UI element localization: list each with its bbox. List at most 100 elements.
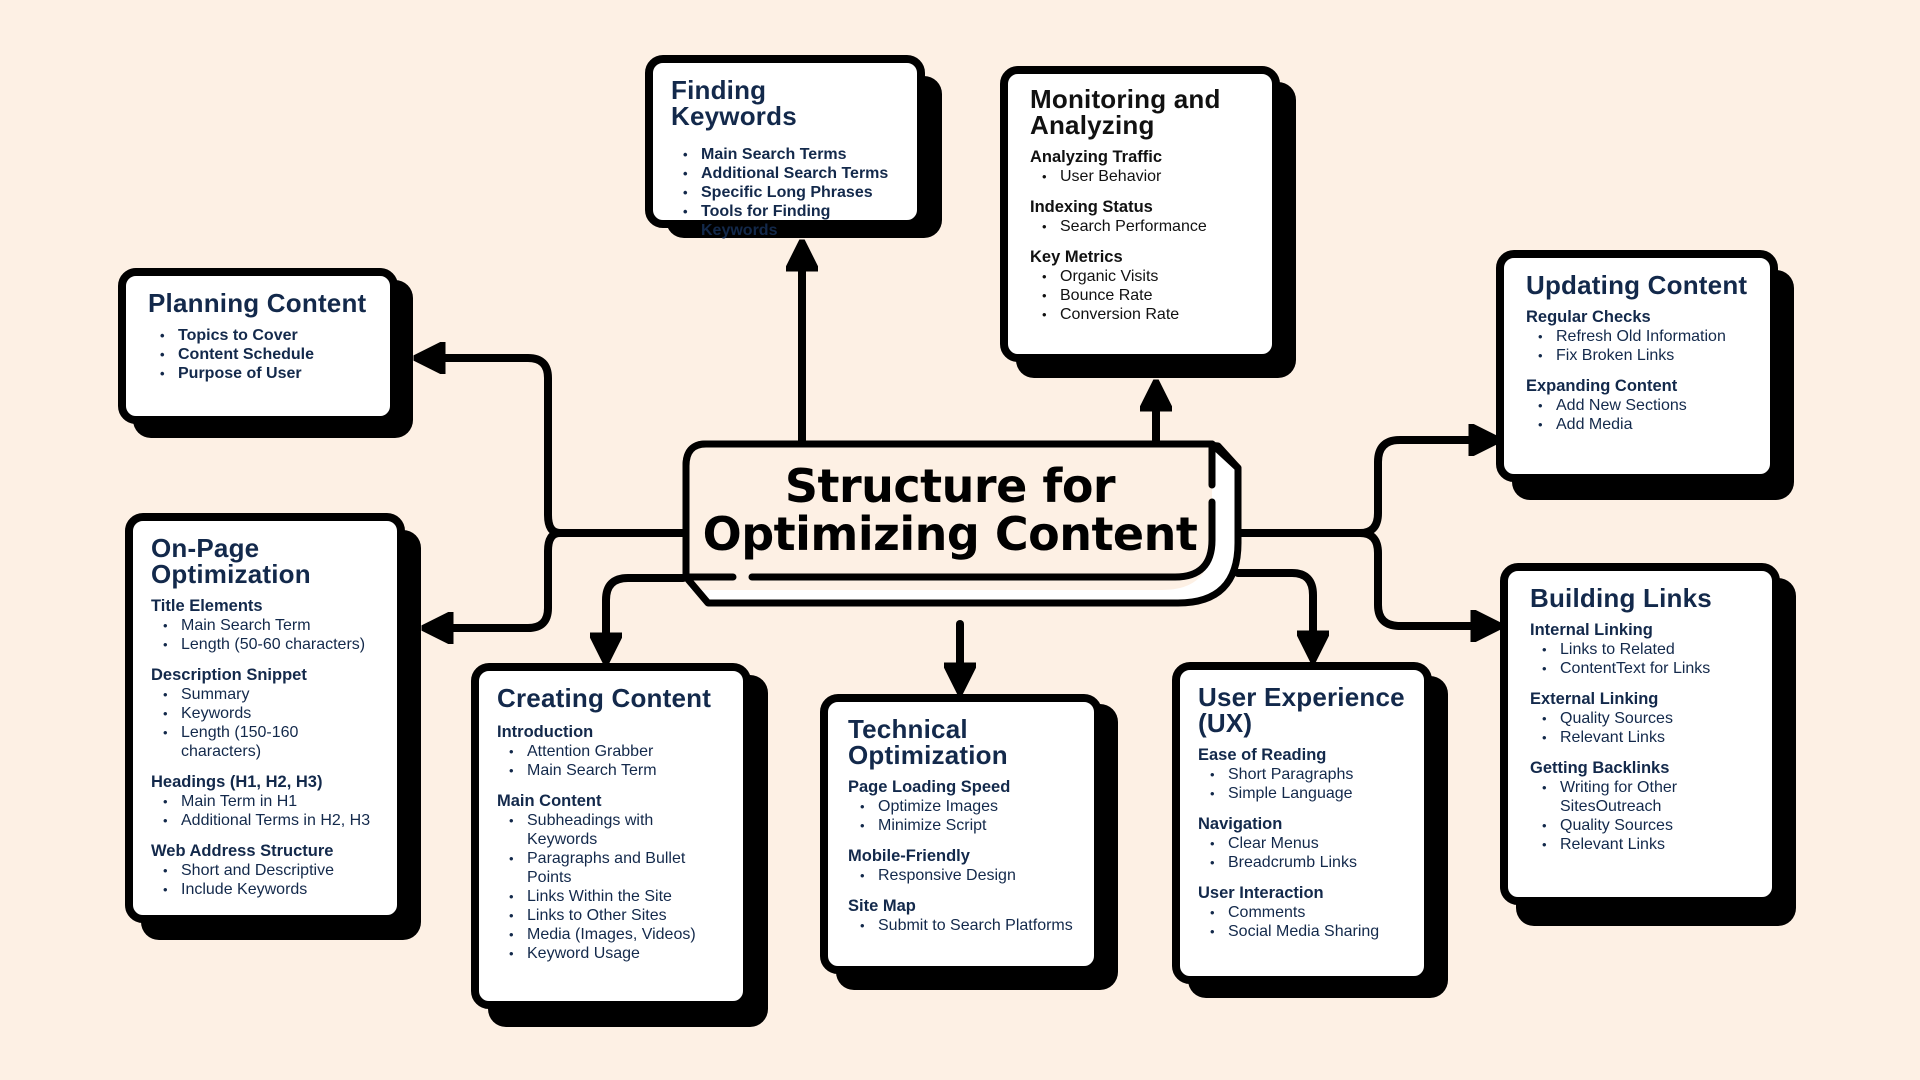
list-item: Attention Grabber (507, 742, 725, 761)
title-line: Technical (848, 714, 968, 744)
section-heading: Indexing Status (1030, 198, 1153, 216)
list-item: Search Performance (1040, 217, 1250, 236)
list-item: Short Paragraphs (1208, 765, 1406, 784)
list-item: Organic Visits (1040, 267, 1250, 286)
sections: Title ElementsMain Search TermLength (50… (151, 597, 379, 899)
sections: Ease of ReadingShort ParagraphsSimple La… (1198, 746, 1406, 941)
item-list: Topics to CoverContent SchedulePurpose o… (158, 326, 368, 383)
section-heading: User Interaction (1198, 884, 1324, 902)
list-item: Add Media (1536, 415, 1748, 434)
list-item: Main Search Terms (681, 145, 899, 164)
item-list: Main Term in H1Additional Terms in H2, H… (161, 792, 379, 830)
list-item: Clear Menus (1208, 834, 1406, 853)
section-heading: Page Loading Speed (848, 778, 1011, 796)
list-item: Subheadings with Keywords (507, 811, 725, 849)
item-list: Short ParagraphsSimple Language (1208, 765, 1406, 803)
list-item: Specific Long Phrases (681, 183, 899, 202)
list-item: Purpose of User (158, 364, 368, 383)
list-item: Add New Sections (1536, 396, 1748, 415)
item-list: Links to RelatedContentText for Links (1540, 640, 1750, 678)
item-list: Add New SectionsAdd Media (1536, 396, 1748, 434)
section-heading: Internal Linking (1530, 621, 1653, 639)
sections: IntroductionAttention GrabberMain Search… (497, 723, 725, 963)
list-item: Simple Language (1208, 784, 1406, 803)
item-list: Responsive Design (858, 866, 1074, 885)
section-heading: External Linking (1530, 690, 1659, 708)
list-item: Breadcrumb Links (1208, 853, 1406, 872)
section-heading: Mobile-Friendly (848, 847, 970, 865)
section-heading: Site Map (848, 897, 916, 915)
title-line: User Experience (1198, 682, 1405, 712)
list-item: Length (150-160 characters) (161, 723, 379, 761)
list-item: Main Term in H1 (161, 792, 379, 811)
center-box (682, 440, 1242, 607)
list-item: ContentText for Links (1540, 659, 1750, 678)
list-item: Links to Related (1540, 640, 1750, 659)
node-title: Planning Content (148, 288, 367, 318)
item-list: Organic VisitsBounce RateConversion Rate (1040, 267, 1250, 324)
title-line: Analyzing (1030, 110, 1155, 140)
list-item: Topics to Cover (158, 326, 368, 345)
item-list: Clear MenusBreadcrumb Links (1208, 834, 1406, 872)
connector-planning (420, 358, 564, 537)
node-title: User Experience (UX) (1198, 684, 1406, 736)
node-title: Finding Keywords (671, 75, 797, 131)
list-item: Fix Broken Links (1536, 346, 1748, 365)
list-item: Tools for Finding Keywords (681, 202, 899, 240)
list-item: Keyword Usage (507, 944, 725, 963)
section-heading: Main Content (497, 792, 602, 810)
node-title: Creating Content (497, 683, 712, 713)
item-list: Writing for Other SitesOutreachQuality S… (1540, 778, 1750, 854)
node-title: Monitoring and Analyzing (1030, 86, 1250, 138)
section-heading: Description Snippet (151, 666, 307, 684)
list-item: Additional Search Terms (681, 164, 899, 183)
node-title: On-Page Optimization (151, 535, 379, 587)
list-item: Links to Other Sites (507, 906, 725, 925)
list-item: Refresh Old Information (1536, 327, 1748, 346)
section-heading: Analyzing Traffic (1030, 148, 1163, 166)
list-item: Quality Sources (1540, 709, 1750, 728)
item-list: Main Search TermsAdditional Search Terms… (681, 145, 899, 240)
list-item: Keywords (161, 704, 379, 723)
node-title: Technical Optimization (848, 716, 1074, 768)
sections: Page Loading SpeedOptimize ImagesMinimiz… (848, 778, 1074, 935)
node-title: Updating Content (1526, 270, 1748, 300)
section-heading: Regular Checks (1526, 308, 1651, 326)
list-item: Relevant Links (1540, 728, 1750, 747)
item-list: Short and DescriptiveInclude Keywords (161, 861, 379, 899)
item-list: Submit to Search Platforms (858, 916, 1074, 935)
section-heading: Getting Backlinks (1530, 759, 1670, 777)
item-list: SummaryKeywordsLength (150-160 character… (161, 685, 379, 761)
section-heading: Web Address Structure (151, 842, 334, 860)
list-item: Length (50-60 characters) (161, 635, 379, 654)
section-heading: Introduction (497, 723, 594, 741)
list-item: Conversion Rate (1040, 305, 1250, 324)
list-item: Short and Descriptive (161, 861, 379, 880)
section-heading: Ease of Reading (1198, 746, 1327, 764)
item-list: Attention GrabberMain Search Term (507, 742, 725, 780)
list-item: Include Keywords (161, 880, 379, 899)
item-list: CommentsSocial Media Sharing (1208, 903, 1406, 941)
item-list: User Behavior (1040, 167, 1250, 186)
center-title-line1: Structure for (784, 459, 1116, 513)
node-title: Building Links (1530, 583, 1712, 613)
list-item: Summary (161, 685, 379, 704)
section-heading: Headings (H1, H2, H3) (151, 773, 323, 791)
connector-building-links (1356, 529, 1496, 626)
sections: Regular ChecksRefresh Old InformationFix… (1526, 308, 1748, 434)
connector-updating (1356, 440, 1494, 537)
connector-creating (606, 574, 687, 658)
title-line: Monitoring and (1030, 84, 1221, 114)
list-item: Social Media Sharing (1208, 922, 1406, 941)
sections: Internal LinkingLinks to RelatedContentT… (1530, 621, 1750, 854)
title-line: Optimization (151, 559, 311, 589)
list-item: User Behavior (1040, 167, 1250, 186)
list-item: Paragraphs and Bullet Points (507, 849, 725, 887)
list-item: Quality Sources (1540, 816, 1750, 835)
list-item: Comments (1208, 903, 1406, 922)
item-list: Optimize ImagesMinimize Script (858, 797, 1074, 835)
list-item: Media (Images, Videos) (507, 925, 725, 944)
connector-on-page (428, 529, 564, 628)
